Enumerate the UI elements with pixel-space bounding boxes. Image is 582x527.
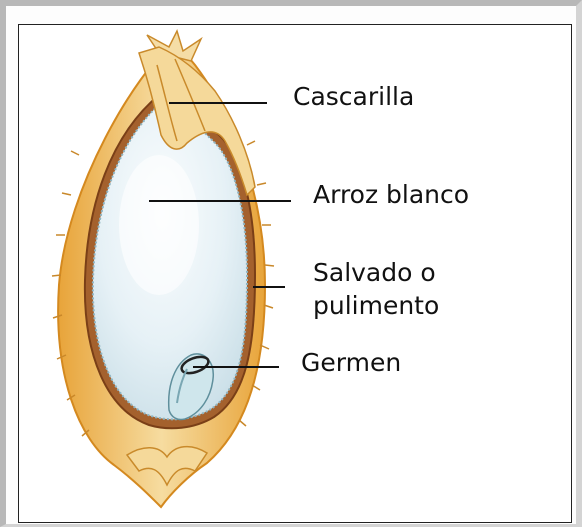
label-husk: Cascarilla bbox=[293, 81, 414, 114]
diagram-panel: Cascarilla Arroz blanco Salvado o pulime… bbox=[18, 24, 572, 523]
endosperm-highlight bbox=[119, 155, 199, 295]
label-bran: Salvado o pulimento bbox=[313, 257, 483, 322]
label-white-rice: Arroz blanco bbox=[313, 179, 469, 212]
label-germ: Germen bbox=[301, 347, 401, 380]
